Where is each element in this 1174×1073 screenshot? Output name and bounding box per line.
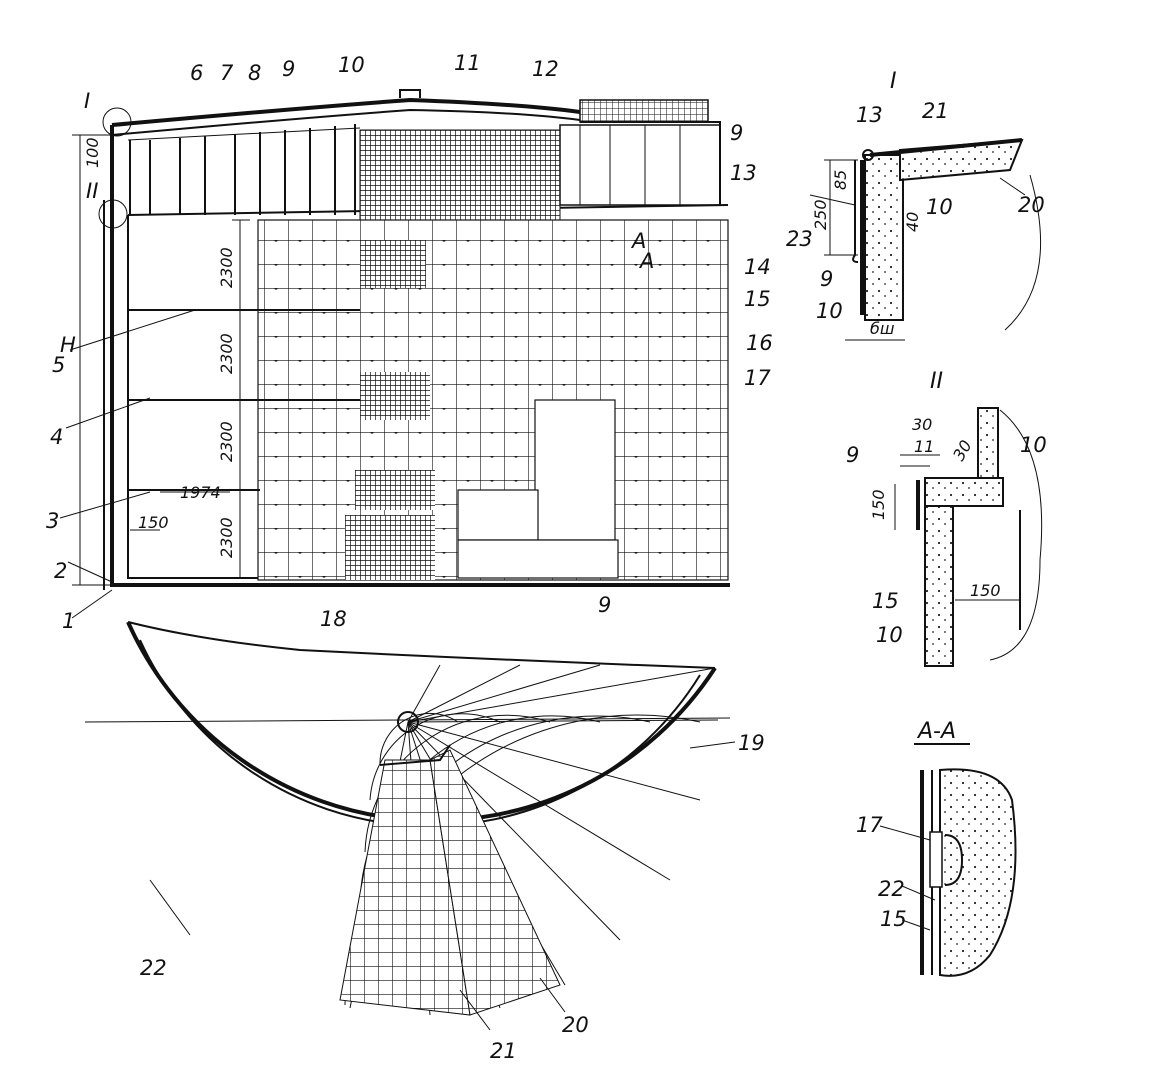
part-label: 23 (786, 227, 813, 251)
section-title: А-А (916, 719, 956, 744)
part-label: 14 (744, 255, 771, 279)
dimension-label: H (60, 333, 76, 357)
roof-line (111, 97, 581, 127)
part-label: 9 (846, 443, 859, 467)
section-a-a (879, 768, 1017, 977)
part-label: 9 (282, 57, 295, 81)
part-label: 20 (562, 1013, 589, 1037)
detail-one (809, 138, 1042, 341)
part-label: 10 (1020, 433, 1047, 457)
dimension-label: 2300 (217, 333, 236, 374)
part-label: 22 (878, 877, 905, 901)
part-label: 21 (490, 1039, 517, 1063)
part-label: 9 (730, 121, 743, 145)
dimension-label: 30 (949, 437, 976, 464)
part-label: 17 (856, 813, 883, 837)
part-label: 22 (140, 956, 167, 980)
section-mark: A (630, 229, 646, 253)
callout-label: II (86, 179, 98, 203)
part-label: 6 (190, 61, 203, 85)
detail-two (894, 407, 1043, 667)
section-mark: A (638, 249, 654, 273)
dimension-label: 2300 (217, 247, 236, 288)
part-label: 2 (54, 559, 67, 583)
part-label: 9 (598, 593, 611, 617)
dimension-label: 30 (912, 415, 932, 434)
part-label: 1 (62, 609, 75, 633)
detail-title: II (930, 369, 943, 394)
part-label: 17 (744, 366, 771, 390)
part-label: 4 (50, 425, 63, 449)
callout-label: I (84, 89, 90, 113)
dimension-label: 2300 (217, 421, 236, 462)
dimension-label: 250 (811, 199, 830, 230)
dimension-label: 1974 (180, 483, 221, 502)
part-label: 10 (876, 623, 903, 647)
part-label: 11 (454, 51, 481, 75)
part-label: 18 (320, 607, 347, 631)
plan-view (84, 621, 736, 1031)
part-label: 10 (926, 195, 953, 219)
part-label: 19 (738, 731, 765, 755)
dimension-label: 150 (138, 513, 169, 532)
dimension-label: 150 (970, 581, 1001, 600)
part-label: 10 (338, 53, 365, 77)
part-label: 15 (872, 589, 899, 613)
part-label: 13 (730, 161, 757, 185)
part-label: 15 (744, 287, 771, 311)
part-label: 9 (820, 267, 833, 291)
part-label: 13 (856, 103, 883, 127)
part-label: 7 (220, 61, 234, 85)
part-label: 12 (532, 57, 559, 81)
part-label: 15 (880, 907, 907, 931)
dimension-label: 40 (903, 212, 922, 232)
part-label: 21 (922, 99, 949, 123)
dimension-label: 150 (869, 489, 888, 520)
part-label: 8 (248, 61, 261, 85)
dimension-label: бш (870, 319, 895, 338)
part-label: 10 (816, 299, 843, 323)
part-label: 5 (52, 353, 65, 377)
part-label: 16 (746, 331, 773, 355)
dimension-label: 11 (914, 437, 934, 456)
detail-title: I (890, 69, 897, 94)
dimension-label: 100 (83, 137, 102, 168)
part-label: 20 (1018, 193, 1045, 217)
elevation-view (59, 89, 730, 619)
dimension-label: 85 (831, 170, 850, 190)
dimension-label: 2300 (217, 517, 236, 558)
part-label: 3 (46, 509, 59, 533)
